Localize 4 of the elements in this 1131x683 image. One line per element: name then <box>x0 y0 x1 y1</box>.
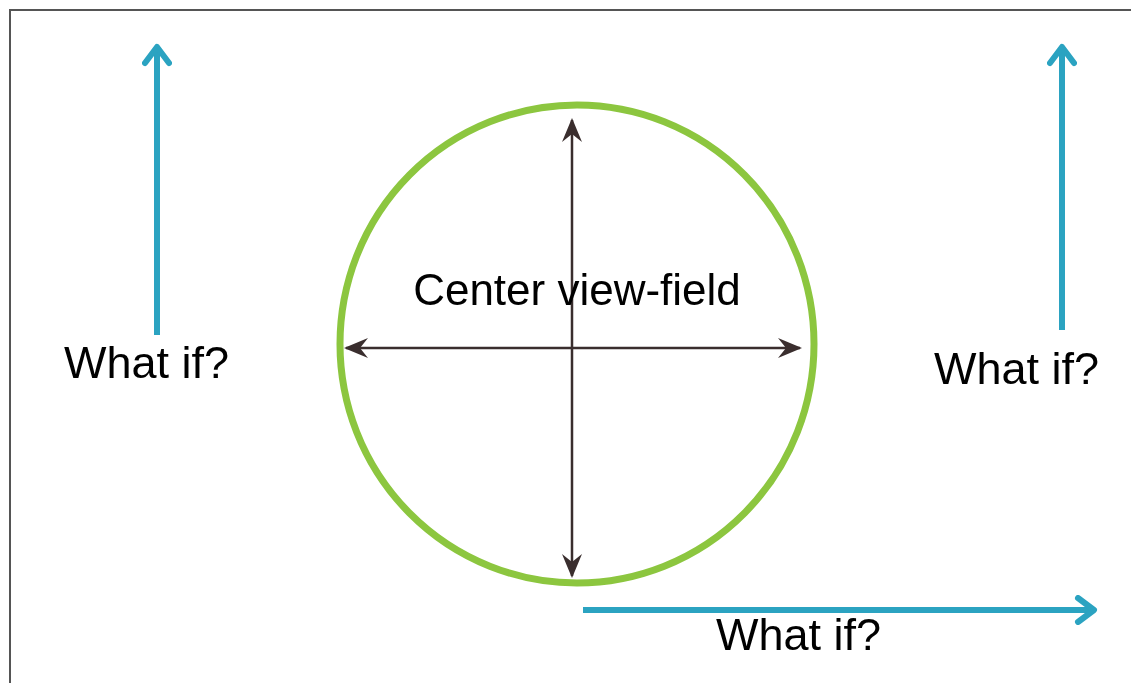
view-field-circle <box>335 101 819 587</box>
question-label: What if? <box>716 612 882 657</box>
question-label: What if? <box>934 346 1100 391</box>
question-label: What if? <box>64 340 230 385</box>
